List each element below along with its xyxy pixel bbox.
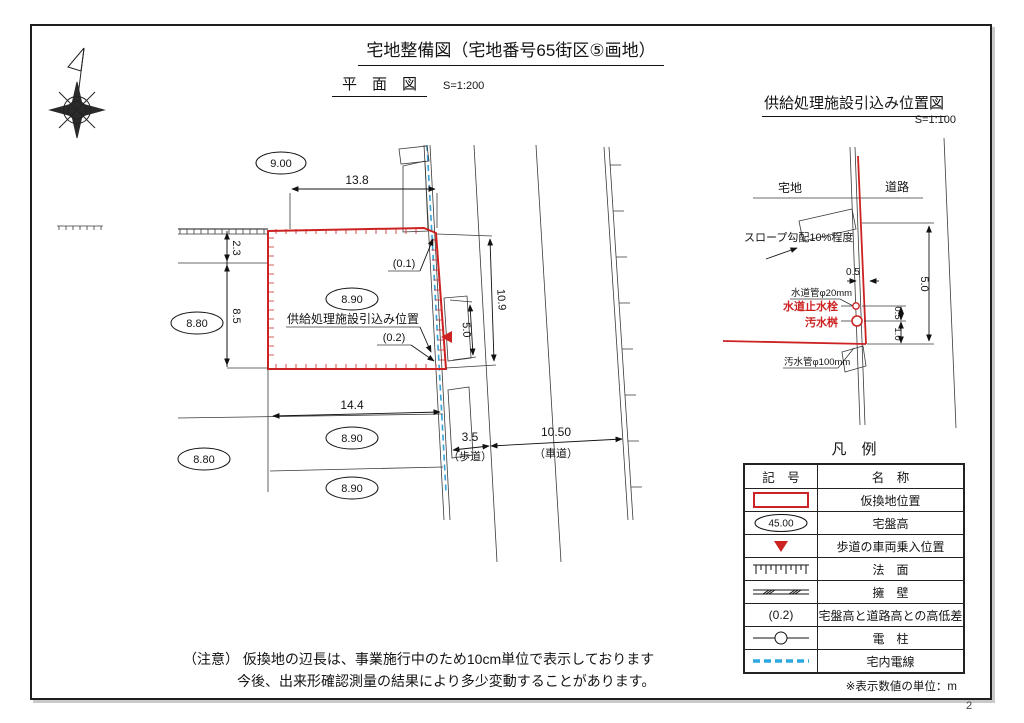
legend-name: 法 面: [817, 557, 965, 581]
area-label-lot: 宅地: [778, 180, 802, 195]
house-electric-line: [426, 144, 447, 493]
elevation-8-90-top: 8.90: [341, 294, 362, 306]
legend-header-name: 名 称: [817, 463, 965, 489]
drawing-title: 宅地整備図（宅地番号65街区⑤画地）: [330, 36, 692, 66]
elevation-labels: 9.00 8.80 8.90 8.90 8.80 8.90: [170, 151, 379, 500]
water-pipe-label: 水道管φ20mm: [791, 287, 852, 299]
detail-dimensions: [847, 222, 934, 345]
sewer-pipe-label: 汚水管φ100mm: [784, 356, 850, 368]
detail-lines: [722, 137, 957, 429]
road-lines: [423, 144, 642, 563]
detail-dim-0-5-top: 0.5: [846, 267, 860, 278]
caution-note-line2: 今後、出来形確認測量の結果により多少変動することがあります。: [237, 673, 656, 689]
vehicle-entry-marker: [441, 331, 452, 343]
legend-name: 電 柱: [817, 626, 965, 650]
dim-3-5: 3.5: [462, 430, 479, 444]
legend-row-height-difference: (0.2) 宅盤高と道路高との高低差: [743, 603, 965, 627]
drawing-title-text: 宅地整備図（宅地番号65街区⑤画地）: [358, 36, 664, 66]
legend-name: 仮換地位置: [817, 488, 965, 512]
legend-title: 凡 例: [831, 441, 877, 458]
detail-callouts: [765, 247, 856, 369]
legend-row-retaining-wall: 擁 壁: [743, 580, 965, 604]
dim-13-8: 13.8: [345, 173, 369, 187]
detail-dim-1-0: 1.0: [892, 327, 903, 340]
dim-8-5: 8.5: [230, 308, 242, 323]
water-stop-valve-symbol: [852, 302, 860, 310]
diff-0-2: (0.2): [383, 332, 406, 344]
elevation-9-00: 9.00: [270, 158, 291, 170]
legend-name: 歩道の車両乗入位置: [817, 534, 965, 558]
legend-header-row: 記 号 名 称: [743, 463, 965, 489]
detail-lot-boundary-v: [857, 155, 867, 345]
area-label-road: 道路: [885, 179, 909, 194]
legend-row-slope: 法 面: [743, 557, 965, 581]
legend-table: 記 号 名 称 仮換地位置 45.00 宅盤高 歩道の車両乗入位置: [743, 463, 965, 674]
dim-3-5-sidewalk: （歩道）: [448, 449, 492, 463]
caution-note-line1: （注意） 仮換地の辺長は、事業施行中のため10cm単位で表示しております: [183, 651, 655, 667]
replotted-lot-symbol: [753, 492, 809, 508]
vehicle-entry-symbol: [774, 540, 788, 552]
detail-lot-boundary-h: [722, 340, 867, 345]
elevation-symbol-value: 45.00: [768, 519, 793, 530]
detail-view-scale: S=1:100: [914, 114, 956, 126]
legend-row-replotted-lot: 仮換地位置: [743, 488, 965, 512]
legend-row-house-electric: 宅内電線: [743, 649, 965, 674]
dim-10-9: 10.9: [494, 289, 507, 311]
legend-name: 宅盤高: [817, 511, 965, 535]
dim-10-50: 10.50: [541, 425, 571, 439]
slope-label: スロープ勾配10%程度: [744, 230, 853, 244]
sewage-basin-symbol: [851, 315, 863, 327]
water-stop-valve-label: 水道止水栓: [783, 299, 838, 313]
north-compass-icon: [48, 47, 106, 139]
legend: 凡 例 記 号 名 称 仮換地位置 45.00 宅盤高 歩道の車両乗入位置: [743, 438, 965, 694]
legend-row-vehicle-entry: 歩道の車両乗入位置: [743, 534, 965, 558]
elevation-8-90-bottom: 8.90: [341, 483, 362, 495]
neighbor-boundaries: [57, 225, 444, 492]
height-difference-symbol: (0.2): [743, 603, 818, 627]
legend-row-lot-elevation: 45.00 宅盤高: [743, 511, 965, 535]
dim-5-0: 5.0: [460, 322, 473, 338]
road-edge-ticks: [610, 164, 642, 488]
elevation-8-80-top: 8.80: [186, 318, 207, 330]
plan-callouts: [286, 238, 435, 362]
legend-name: 宅盤高と道路高との高低差: [817, 603, 965, 627]
utility-pole-symbol: [753, 631, 809, 645]
legend-row-utility-pole: 電 柱: [743, 626, 965, 650]
dim-10-50-roadway: （車道）: [534, 446, 578, 460]
replotted-lot-boundary: [267, 226, 448, 370]
detail-dim-5-0: 5.0: [918, 276, 930, 291]
house-electric-symbol: [753, 659, 809, 663]
drawing-border-frame: [30, 24, 992, 700]
dim-14-4: 14.4: [340, 398, 364, 412]
elevation-8-90-mid: 8.90: [341, 433, 362, 445]
retaining-wall-symbol: [753, 589, 809, 595]
plan-dimensions: [224, 186, 623, 453]
diff-0-1: (0.1): [393, 258, 416, 270]
legend-name: 宅内電線: [817, 649, 965, 674]
elevation-ellipse-symbol: 45.00: [754, 514, 808, 532]
elevation-8-80-bottom: 8.80: [193, 454, 214, 466]
intake-position-label: 供給処理施設引込み位置: [287, 311, 419, 326]
plan-view-title: 平 面 図 S=1:200: [332, 73, 484, 97]
detail-dim-0-5: 0.5: [892, 306, 903, 319]
detail-view-title-text: 供給処理施設引込み位置図: [761, 92, 946, 117]
legend-header-symbol: 記 号: [743, 463, 818, 489]
legend-name: 擁 壁: [817, 580, 965, 604]
plan-view-scale: S=1:200: [443, 80, 485, 92]
legend-unit-note: ※表示数値の単位：m: [845, 681, 957, 693]
sidewalk-structures: [398, 145, 474, 459]
main-plan: 9.00 8.80 8.90 8.90 8.80 8.90 13.8 2.3 8…: [57, 144, 642, 563]
wall-hatch-ticks: [179, 229, 265, 234]
dim-2-3: 2.3: [230, 240, 242, 255]
utility-intake-detail: 宅地 道路 スロープ勾配10%程度 水道管φ20mm 0.5 水道止水栓 汚水桝…: [722, 137, 957, 429]
plan-view-title-text: 平 面 図: [332, 73, 428, 97]
page-number: 2: [966, 700, 973, 712]
detail-view-title: 供給処理施設引込み位置図: [750, 92, 958, 117]
slope-symbol: [753, 564, 809, 574]
sewage-basin-label: 汚水桝: [805, 315, 838, 329]
